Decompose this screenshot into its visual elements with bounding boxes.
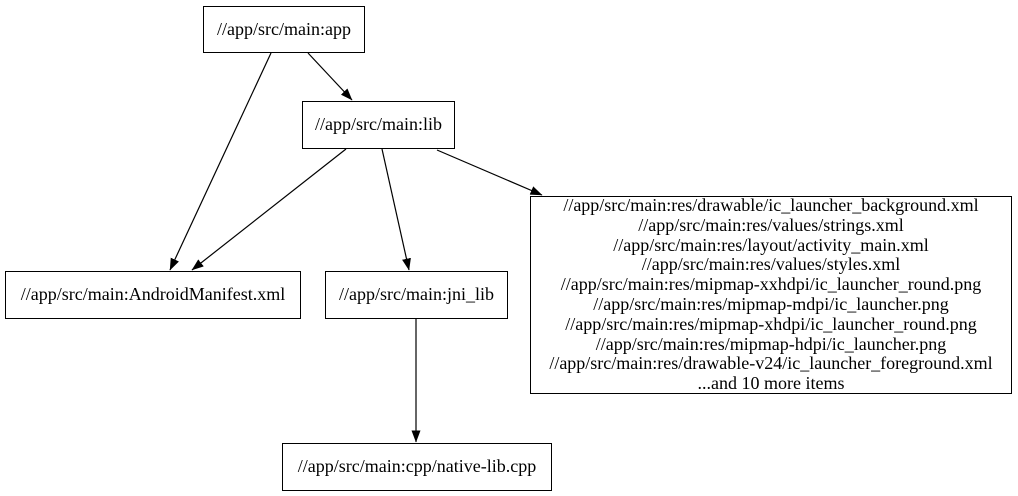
- resource-line: //app/src/main:res/mipmap-hdpi/ic_launch…: [595, 333, 947, 354]
- node-app-label: //app/src/main:app: [217, 18, 351, 39]
- node-native-lib: //app/src/main:cpp/native-lib.cpp: [282, 443, 552, 491]
- node-android-manifest-label: //app/src/main:AndroidManifest.xml: [20, 284, 286, 305]
- edge-lib-to-android-manifest: [191, 148, 347, 271]
- node-native-lib-label: //app/src/main:cpp/native-lib.cpp: [297, 456, 537, 477]
- node-jni-lib: //app/src/main:jni_lib: [325, 271, 508, 319]
- edge-app-to-android-manifest: [169, 52, 272, 271]
- resource-line: //app/src/main:res/mipmap-mdpi/ic_launch…: [593, 294, 949, 314]
- edge-app-to-lib: [307, 52, 353, 101]
- resource-line: //app/src/main:res/values/styles.xml: [641, 254, 901, 275]
- resource-line: //app/src/main:res/values/strings.xml: [638, 214, 904, 235]
- node-lib-label: //app/src/main:lib: [315, 114, 442, 135]
- node-jni-lib-label: //app/src/main:jni_lib: [339, 284, 494, 305]
- resource-line: //app/src/main:res/drawable/ic_launcher_…: [563, 195, 979, 216]
- resource-line: //app/src/main:res/drawable-v24/ic_launc…: [549, 353, 993, 374]
- node-resources: //app/src/main:res/drawable/ic_launcher_…: [530, 195, 1012, 394]
- edge-lib-to-resources: [436, 149, 543, 196]
- resource-line: //app/src/main:res/mipmap-xhdpi/ic_launc…: [565, 313, 977, 334]
- resource-line: //app/src/main:res/layout/activity_main.…: [613, 234, 929, 255]
- resource-line: ...and 10 more items: [697, 373, 845, 394]
- edge-lib-to-jni-lib: [381, 148, 411, 271]
- node-lib: //app/src/main:lib: [302, 101, 455, 149]
- node-android-manifest: //app/src/main:AndroidManifest.xml: [5, 271, 301, 319]
- node-app: //app/src/main:app: [203, 6, 365, 53]
- resource-line: //app/src/main:res/mipmap-xxhdpi/ic_laun…: [560, 274, 982, 295]
